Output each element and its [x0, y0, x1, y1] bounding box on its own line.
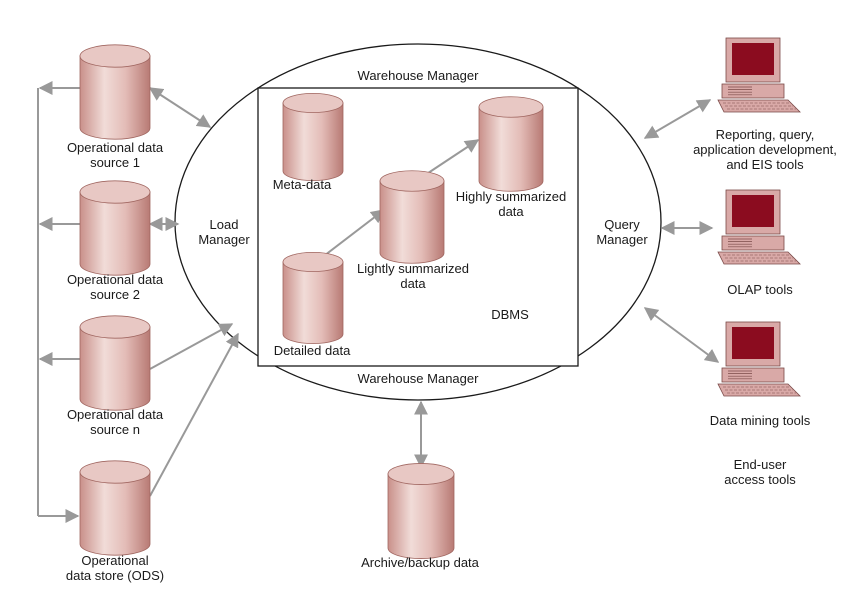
arrow-sourcen-to-load: [149, 323, 234, 370]
warehouse-manager-top-label: Warehouse Manager: [357, 68, 479, 83]
arrow-source1-to-load: [148, 87, 212, 128]
cylinder-source-1: [79, 44, 151, 140]
detailed-data-label: Detailed data: [273, 343, 351, 358]
data-mining-tools-label: Data mining tools: [709, 413, 811, 428]
arrow-query-to-reporting: [643, 99, 712, 139]
arrow-query-to-datamining: [643, 307, 720, 363]
olap-tools-label: OLAP tools: [727, 282, 793, 297]
archive-label: Archive/backup data: [361, 555, 479, 570]
cylinder-ods: [79, 460, 151, 556]
arrow-ods-to-load: [149, 332, 239, 497]
computer-reporting-icon: [717, 37, 801, 113]
dbms-label: DBMS: [491, 307, 529, 322]
warehouse-manager-bottom-label: Warehouse Manager: [357, 371, 479, 386]
cylinder-meta-data: [282, 93, 344, 181]
cylinder-source-2: [79, 180, 151, 276]
cylinder-highly-summarized: [478, 96, 544, 192]
computer-data-mining-icon: [717, 321, 801, 397]
source-bus: [37, 81, 80, 523]
reporting-tools-label: Reporting, query,application development…: [693, 127, 837, 172]
cylinder-archive: [387, 463, 455, 559]
computer-olap-icon: [717, 189, 801, 265]
cylinder-detailed-data: [282, 251, 344, 344]
cylinder-source-n: [79, 315, 151, 411]
cylinder-lightly-summarized: [379, 170, 445, 264]
meta-data-label: Meta-data: [272, 177, 332, 192]
